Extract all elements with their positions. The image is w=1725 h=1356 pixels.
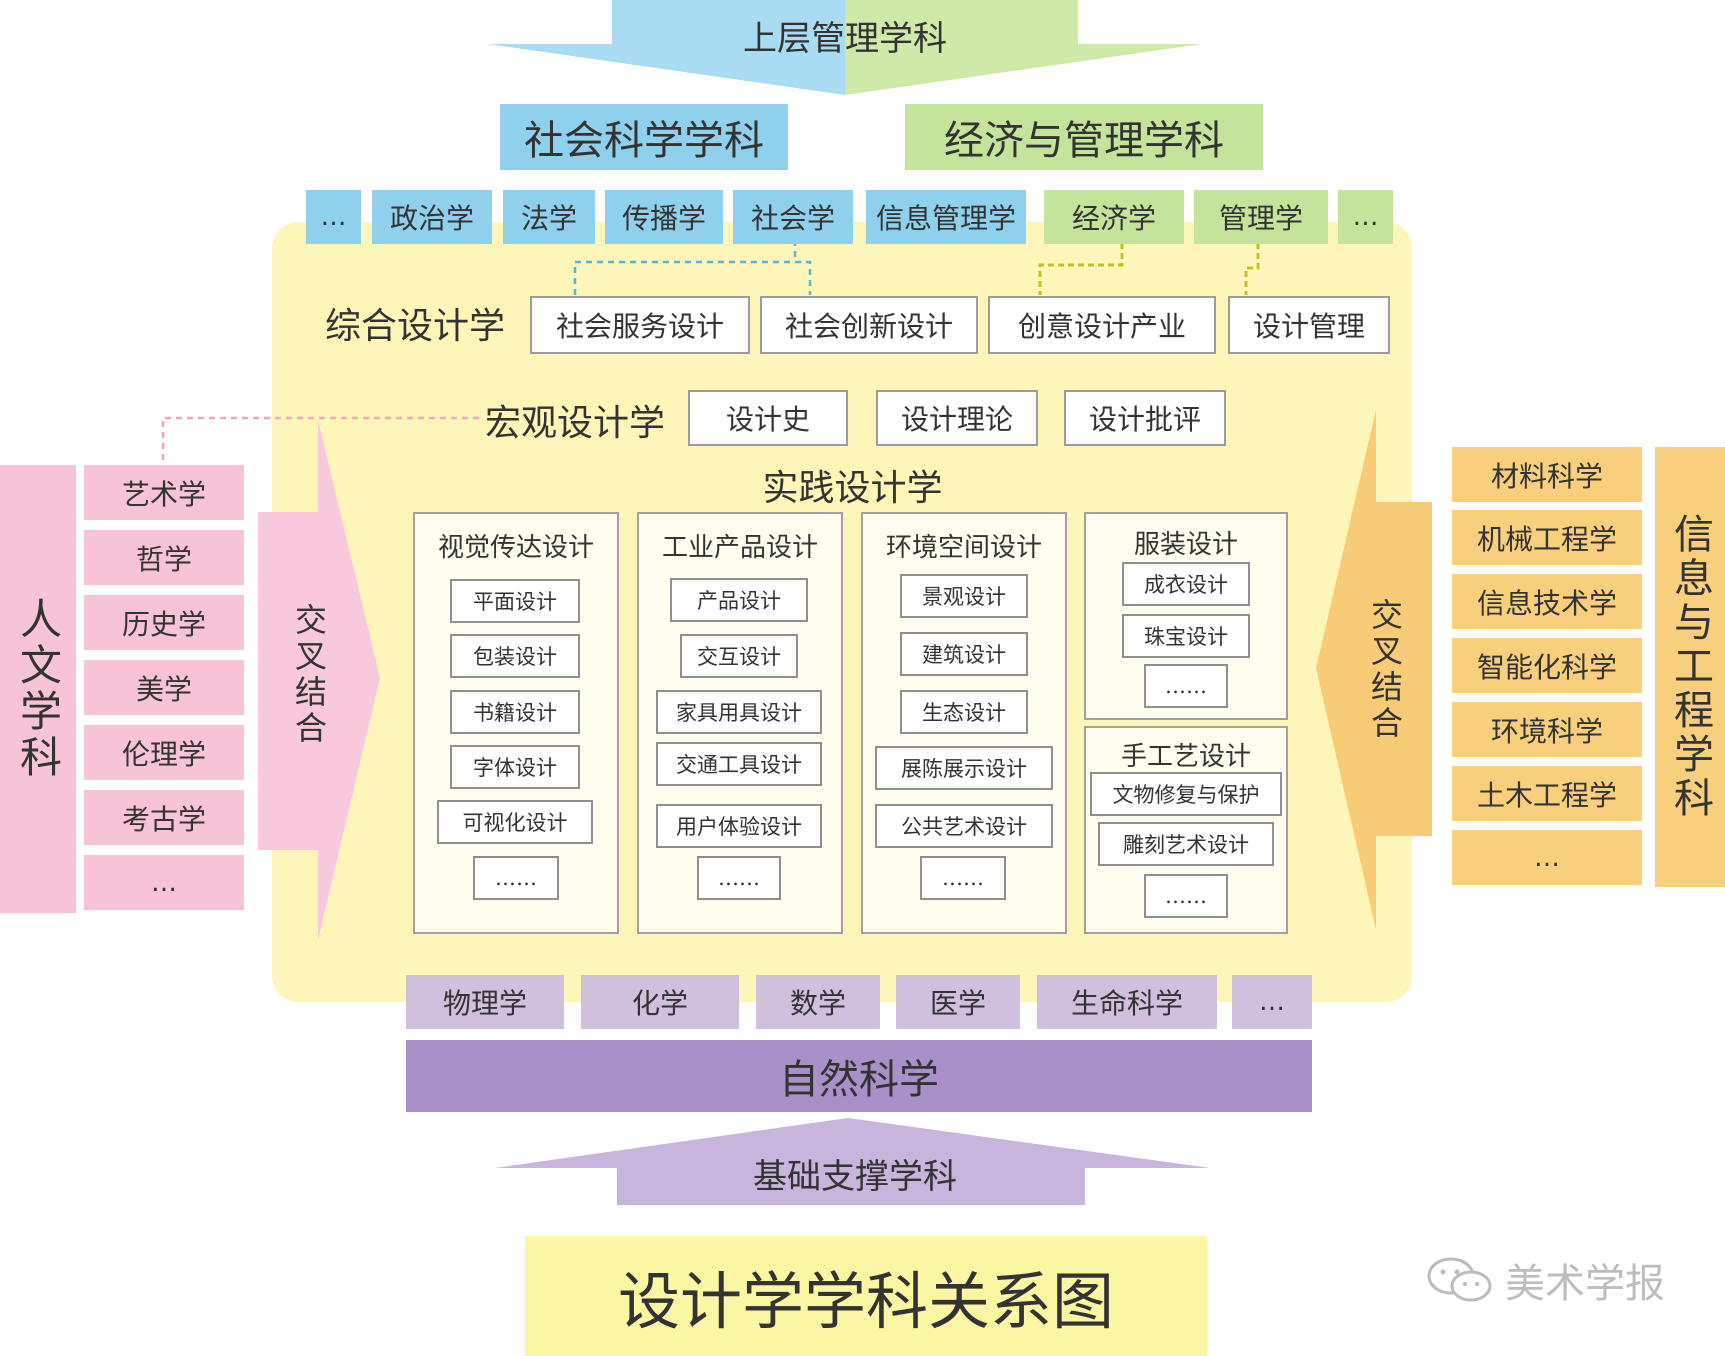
engineering-subject: 环境科学 bbox=[1452, 702, 1642, 757]
practice-item: 可视化设计 bbox=[437, 800, 593, 844]
natural-subject: 生命科学 bbox=[1037, 975, 1217, 1029]
practice-column-title: 视觉传达设计 bbox=[437, 532, 594, 563]
natural-science-banner: 自然科学 bbox=[406, 1040, 1312, 1112]
econ-management-header: 经济与管理学科 bbox=[905, 104, 1263, 170]
practice-item: 家具用具设计 bbox=[656, 690, 822, 734]
humanities-category: 人文学科 bbox=[0, 465, 76, 913]
practice-column-title: 手工艺设计 bbox=[1120, 741, 1251, 772]
left-cross-arrow bbox=[258, 420, 380, 940]
top-subject-communication: 传播学 bbox=[605, 190, 723, 244]
humanities-connector bbox=[161, 416, 480, 460]
practice-design-label: 实践设计学 bbox=[762, 468, 943, 509]
social-connector bbox=[573, 260, 812, 295]
practice-item: …… bbox=[1144, 664, 1228, 708]
diagram-title: 设计学学科关系图 bbox=[525, 1236, 1207, 1356]
practice-item: 书籍设计 bbox=[450, 690, 580, 734]
practice-column-title: 环境空间设计 bbox=[885, 532, 1042, 563]
natural-subject: 化学 bbox=[581, 975, 739, 1029]
watermark: 美术学报 bbox=[1425, 1250, 1685, 1310]
practice-item: 包装设计 bbox=[450, 634, 580, 678]
top-subject-sociology: 社会学 bbox=[733, 190, 853, 244]
practice-item: 生态设计 bbox=[900, 690, 1028, 734]
humanities-subject: 历史学 bbox=[84, 595, 244, 650]
practice-item: 交通工具设计 bbox=[656, 742, 822, 786]
practice-item: 公共艺术设计 bbox=[875, 804, 1053, 848]
top-arrow bbox=[488, 0, 1202, 95]
engineering-subject: 机械工程学 bbox=[1452, 510, 1642, 565]
humanities-subject: … bbox=[84, 855, 244, 910]
macro-item-design-history: 设计史 bbox=[688, 390, 848, 446]
top-subject-law: 法学 bbox=[503, 190, 595, 244]
practice-column-title: 工业产品设计 bbox=[661, 532, 818, 563]
engineering-subject: 材料科学 bbox=[1452, 447, 1642, 502]
engineering-category: 信息与工程学科 bbox=[1655, 447, 1725, 887]
top-subject-management: 管理学 bbox=[1194, 190, 1328, 244]
macro-design-label: 宏观设计学 bbox=[484, 403, 665, 444]
humanities-subject: 美学 bbox=[84, 660, 244, 715]
natural-subject: 物理学 bbox=[406, 975, 564, 1029]
practice-item: 交互设计 bbox=[680, 634, 798, 678]
humanities-subject: 艺术学 bbox=[84, 465, 244, 520]
practice-item: 展陈展示设计 bbox=[875, 746, 1053, 790]
bottom-arrow bbox=[495, 1118, 1210, 1205]
integrated-item-creative-industry: 创意设计产业 bbox=[988, 296, 1216, 354]
practice-item: 产品设计 bbox=[670, 578, 808, 622]
macro-item-design-criticism: 设计批评 bbox=[1064, 390, 1226, 446]
practice-item: 字体设计 bbox=[450, 745, 580, 789]
left-cross-label: 交叉结合 bbox=[290, 603, 328, 747]
top-subject-ellipsis-right: … bbox=[1338, 190, 1393, 244]
foundation-label: 基础支撑学科 bbox=[753, 1156, 957, 1197]
right-cross-label: 交叉结合 bbox=[1366, 598, 1404, 742]
engineering-subject: 信息技术学 bbox=[1452, 574, 1642, 629]
practice-item: …… bbox=[920, 856, 1006, 900]
practice-item: 用户体验设计 bbox=[656, 804, 822, 848]
integrated-item-social-innovation: 社会创新设计 bbox=[760, 296, 978, 354]
macro-item-design-theory: 设计理论 bbox=[876, 390, 1038, 446]
practice-item: …… bbox=[697, 856, 781, 900]
practice-item: …… bbox=[473, 856, 559, 900]
humanities-subject: 考古学 bbox=[84, 790, 244, 845]
practice-item: 雕刻艺术设计 bbox=[1098, 822, 1274, 866]
practice-item: 平面设计 bbox=[450, 579, 580, 623]
top-subject-economics: 经济学 bbox=[1044, 190, 1184, 244]
top-subject-ellipsis-left: … bbox=[306, 190, 361, 244]
social-science-header: 社会科学学科 bbox=[500, 104, 788, 170]
integrated-design-label: 综合设计学 bbox=[324, 306, 505, 347]
econ-connector-2 bbox=[1244, 243, 1260, 295]
wechat-icon bbox=[1427, 1257, 1492, 1302]
watermark-text: 美术学报 bbox=[1505, 1261, 1665, 1307]
practice-item: 成衣设计 bbox=[1122, 562, 1250, 606]
humanities-subject: 哲学 bbox=[84, 530, 244, 585]
practice-column-title: 服装设计 bbox=[1133, 529, 1238, 560]
upper-management-label: 上层管理学科 bbox=[743, 18, 947, 59]
practice-item: 建筑设计 bbox=[900, 632, 1028, 676]
practice-item: …… bbox=[1144, 874, 1228, 918]
econ-connector-1 bbox=[1038, 243, 1124, 295]
integrated-item-social-service: 社会服务设计 bbox=[530, 296, 750, 354]
natural-subject: … bbox=[1232, 975, 1312, 1029]
humanities-subject: 伦理学 bbox=[84, 725, 244, 780]
practice-item: 珠宝设计 bbox=[1122, 614, 1250, 658]
natural-subject: 医学 bbox=[896, 975, 1020, 1029]
engineering-subject: 智能化科学 bbox=[1452, 638, 1642, 693]
practice-item: 文物修复与保护 bbox=[1090, 772, 1282, 816]
integrated-item-design-management: 设计管理 bbox=[1228, 296, 1390, 354]
top-subject-politics: 政治学 bbox=[372, 190, 492, 244]
natural-subject: 数学 bbox=[756, 975, 880, 1029]
engineering-subject: 土木工程学 bbox=[1452, 766, 1642, 821]
top-subject-info-management: 信息管理学 bbox=[866, 190, 1026, 244]
engineering-subject: … bbox=[1452, 830, 1642, 885]
right-cross-arrow bbox=[1316, 410, 1432, 930]
practice-item: 景观设计 bbox=[900, 574, 1028, 618]
